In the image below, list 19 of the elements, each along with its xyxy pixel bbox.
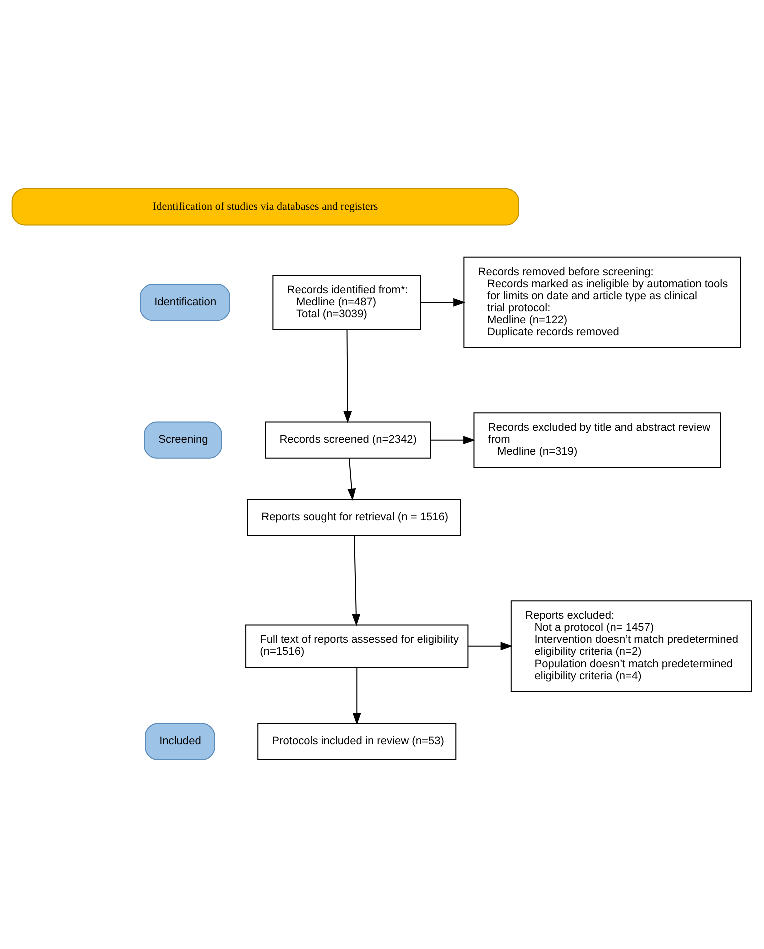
- arrow: [348, 458, 356, 501]
- node-box: Records removed before screening: Records marked as ineligible by automation tools for limits on date and article type as clinical trial protocol: Medline (n=122) Duplicate records removed: [464, 256, 742, 348]
- node-box: Screening: [144, 422, 222, 459]
- arrow: [352, 536, 361, 626]
- node-box: Records screened (n=2342): [265, 422, 431, 459]
- node-box: Included: [145, 723, 216, 760]
- node-box: Protocols included in review (n=53): [258, 723, 457, 760]
- node-box: Reports sought for retrieval (n = 1516): [247, 499, 462, 536]
- node-box: Reports excluded: Not a protocol (n= 1457) Intervention doesn’t match predetermined eligibility criteria (n=2) Population doesn’t match predetermined eligibility criteria (n=4): [510, 600, 752, 692]
- arrow: [468, 642, 513, 651]
- node-box: Identification: [140, 284, 230, 322]
- arrow: [352, 668, 362, 726]
- node-box: Full text of reports assessed for eligibility (n=1516): [246, 624, 469, 668]
- node-box: Identification of studies via databases and registers: [12, 188, 520, 226]
- node-box: Records identified from*: Medline (n=487) Total (n=3039): [272, 274, 422, 330]
- arrow: [344, 330, 352, 424]
- arrow: [421, 298, 466, 307]
- arrow: [430, 436, 476, 445]
- node-box: Records excluded by title and abstract review from Medline (n=319): [474, 412, 721, 468]
